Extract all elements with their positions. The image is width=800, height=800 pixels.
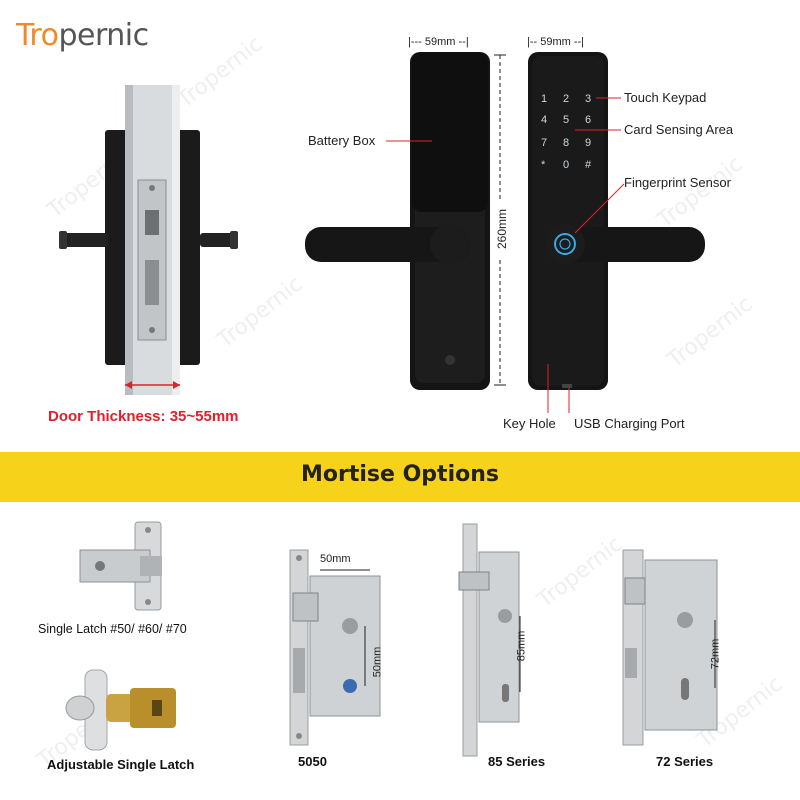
keypad-key: 2	[563, 93, 570, 105]
keypad-key: 3	[585, 93, 592, 105]
keypad-key: 1	[541, 93, 548, 105]
single-latch-caption: Single Latch #50/ #60/ #70	[38, 622, 187, 636]
keypad-key: 9	[585, 137, 592, 149]
mortise-5050-width-dim: 50mm	[320, 553, 351, 565]
keypad-key: 6	[585, 114, 592, 126]
card-sensing-area-callout: Card Sensing Area	[624, 122, 734, 137]
mortise-5050-caption: 5050	[298, 754, 327, 769]
mortise-options-banner: Mortise Options	[0, 452, 800, 502]
adjustable-single-latch-image	[65, 669, 176, 751]
touch-keypad-callout: Touch Keypad	[624, 90, 707, 105]
keypad-key: #	[585, 159, 592, 171]
mortise-72-series-caption: 72 Series	[656, 754, 714, 769]
keypad-key: 0	[563, 159, 570, 171]
keypad-key: 8	[563, 137, 570, 149]
lock-front-panel-image	[528, 52, 705, 390]
door-thickness-label: Door Thickness: 35~55mm	[48, 408, 239, 425]
mortise-72-series-image	[622, 549, 718, 746]
width-dimension-left: |--- 59mm --|	[408, 36, 469, 48]
brand-logo-part1: Tro	[16, 18, 59, 53]
battery-box-callout: Battery Box	[308, 133, 376, 148]
keypad-key: *	[541, 159, 546, 171]
key-hole-callout: Key Hole	[503, 416, 556, 431]
mortise-options-title: Mortise Options	[301, 462, 499, 487]
single-latch-image	[79, 521, 162, 611]
keypad-key: 4	[541, 114, 548, 126]
mortise-85-series-image	[458, 523, 521, 757]
adjustable-single-latch-caption: Adjustable Single Latch	[47, 757, 195, 772]
usb-charging-port-callout: USB Charging Port	[574, 416, 685, 431]
mortise-5050-image	[289, 549, 381, 746]
brand-logo: Tropernic	[16, 18, 149, 53]
mortise-85-series-caption: 85 Series	[488, 754, 546, 769]
mortise-85-series-dim: 85mm	[515, 630, 528, 662]
keypad-key: 5	[563, 114, 570, 126]
brand-logo-part2: pernic	[58, 18, 149, 53]
keypad-key: 7	[541, 137, 548, 149]
mortise-5050-center-dim: 50mm	[371, 646, 384, 678]
mortise-72-series-dim: 72mm	[709, 638, 722, 670]
fingerprint-sensor-callout: Fingerprint Sensor	[624, 175, 731, 190]
width-dimension-right: |-- 59mm --|	[527, 36, 585, 48]
lock-back-panel-image	[305, 52, 490, 390]
door-side-view-image	[59, 85, 238, 395]
